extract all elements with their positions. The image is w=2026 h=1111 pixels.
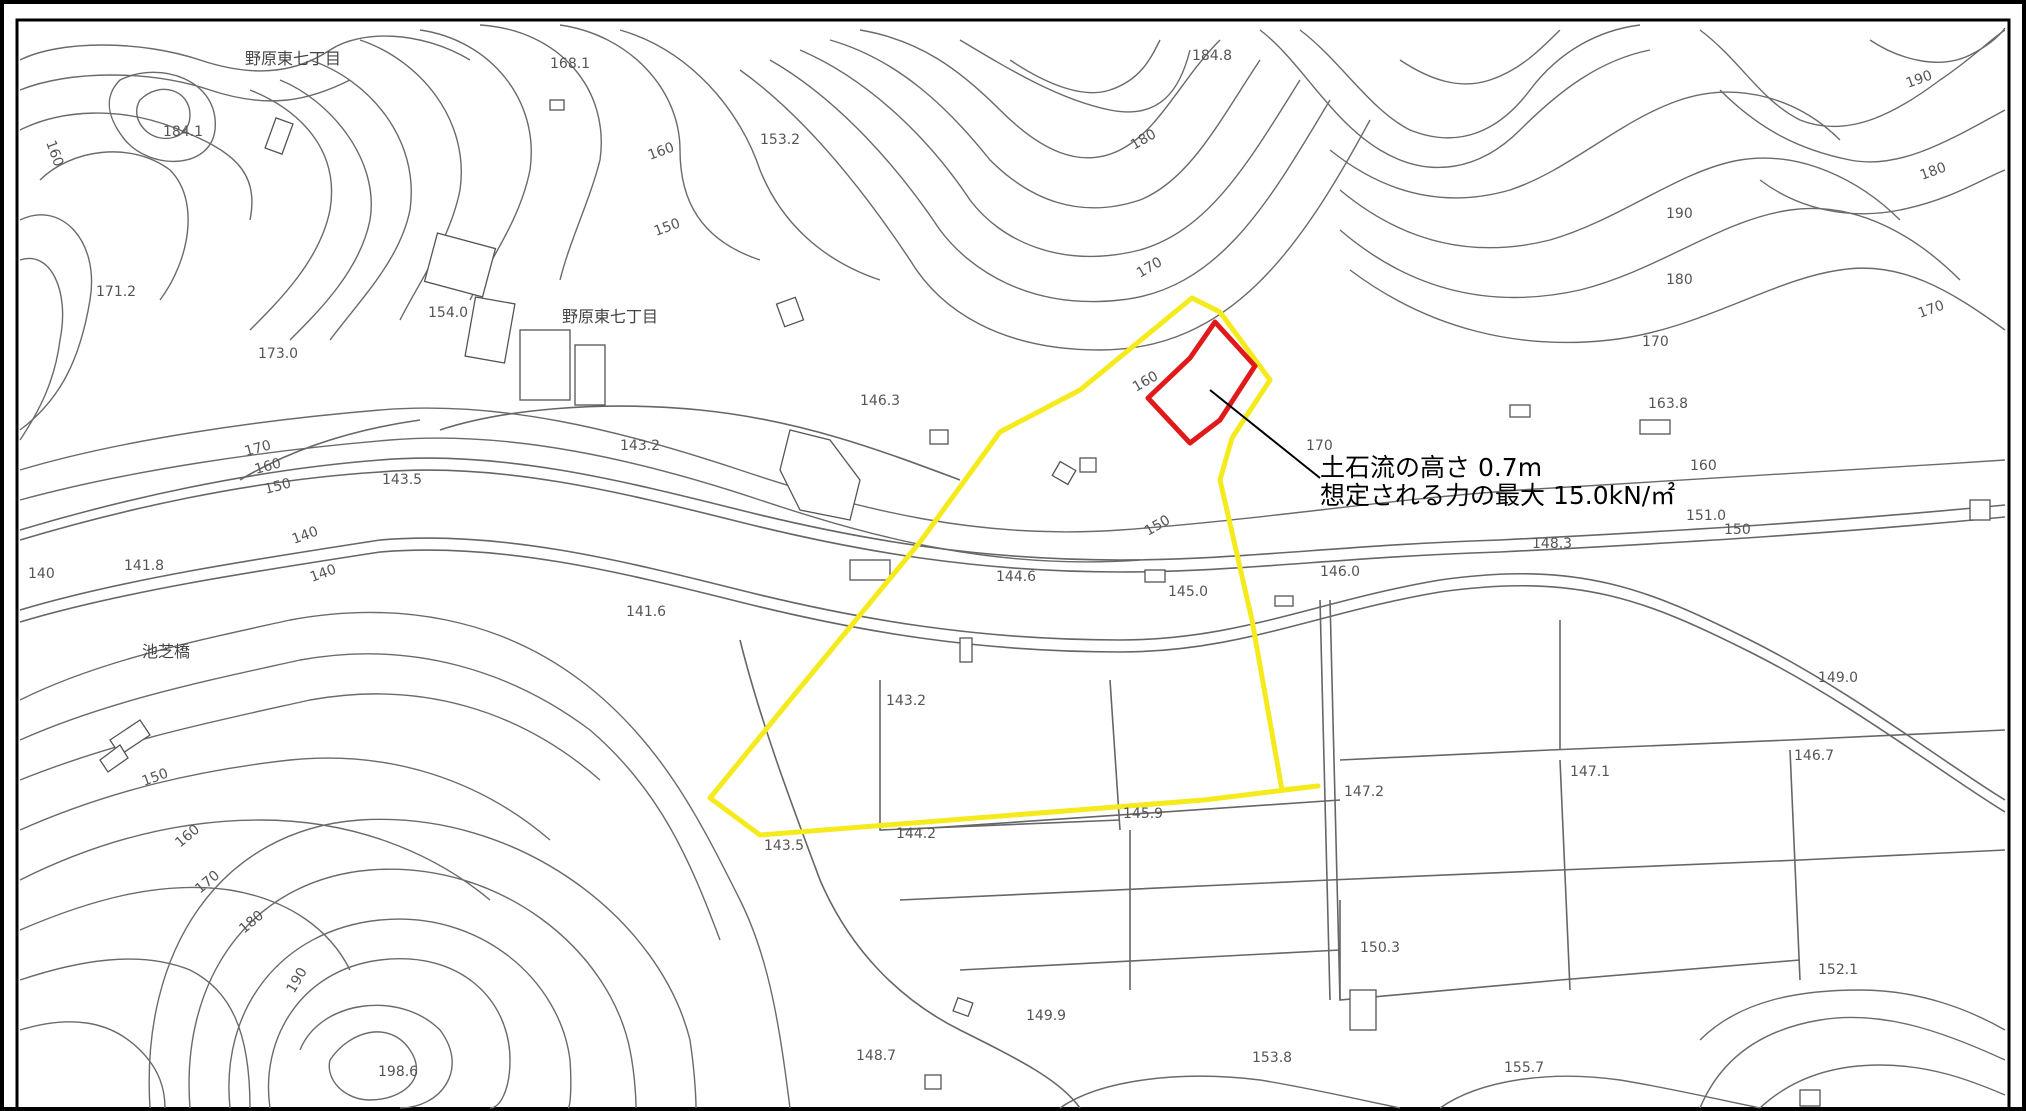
elevation-point: 171.2 xyxy=(96,284,136,300)
elevation-point: 145.9 xyxy=(1123,806,1163,822)
elevation-point: 155.7 xyxy=(1504,1060,1544,1076)
callout-max-force: 想定される力の最大 15.0kN/㎡ xyxy=(1320,481,1675,510)
callout-leader-line xyxy=(1209,389,1321,479)
elevation-point: 163.8 xyxy=(1648,396,1688,412)
elevation-point: 143.5 xyxy=(764,838,804,854)
place-name: 野原東七丁目 xyxy=(562,307,658,326)
elevation-point: 148.7 xyxy=(856,1048,896,1064)
elevation-point: 149.0 xyxy=(1818,670,1858,686)
elevation-point: 153.2 xyxy=(760,132,800,148)
elevation-point: 153.8 xyxy=(1252,1050,1292,1066)
place-name: 野原東七丁目 xyxy=(245,49,341,68)
elevation-point: 143.2 xyxy=(620,438,660,454)
roads-and-channels xyxy=(19,405,2006,1109)
elevation-point: 147.1 xyxy=(1570,764,1610,780)
elevation-point: 198.6 xyxy=(378,1064,418,1080)
debris-flow-zone-outline xyxy=(707,295,1321,838)
place-name: 池芝橋 xyxy=(142,642,190,661)
contour-label: 150 xyxy=(1724,522,1751,538)
elevation-point: 146.0 xyxy=(1320,564,1360,580)
elevation-point: 184.1 xyxy=(163,124,203,140)
elevation-point: 146.7 xyxy=(1794,748,1834,764)
elevation-point: 141.8 xyxy=(124,558,164,574)
contour-label: 160 xyxy=(1690,458,1717,474)
contour-label: 170 xyxy=(1642,334,1669,350)
map-inner-frame xyxy=(15,18,2011,1111)
elevation-point: 144.6 xyxy=(996,569,1036,585)
elevation-point: 143.5 xyxy=(382,472,422,488)
elevation-point: 144.2 xyxy=(896,826,936,842)
contour-label: 150 xyxy=(263,475,293,497)
contour-lines xyxy=(19,24,2006,1109)
contour-label: 190 xyxy=(1666,206,1693,222)
elevation-point: 173.0 xyxy=(258,346,298,362)
callout-debris-height: 土石流の高さ 0.7m xyxy=(1320,453,1542,482)
elevation-point: 143.2 xyxy=(886,693,926,709)
special-warning-zone xyxy=(1145,319,1258,446)
elevation-point: 152.1 xyxy=(1818,962,1858,978)
contour-label: 170 xyxy=(1306,438,1333,454)
elevation-point: 184.8 xyxy=(1192,48,1232,64)
elevation-point: 146.3 xyxy=(860,393,900,409)
elevation-point: 147.2 xyxy=(1344,784,1384,800)
contour-label: 160 xyxy=(253,455,283,477)
elevation-point: 168.1 xyxy=(550,56,590,72)
buildings xyxy=(99,99,1991,1107)
elevation-point: 150.3 xyxy=(1360,940,1400,956)
elevation-point: 151.0 xyxy=(1686,508,1726,524)
elevation-point: 148.3 xyxy=(1532,536,1572,552)
elevation-point: 145.0 xyxy=(1168,584,1208,600)
contour-label: 170 xyxy=(243,437,273,459)
contour-label: 140 xyxy=(28,566,55,582)
contour-label: 180 xyxy=(1666,272,1693,288)
elevation-point: 149.9 xyxy=(1026,1008,1066,1024)
elevation-point: 154.0 xyxy=(428,305,468,321)
elevation-point: 141.6 xyxy=(626,604,666,620)
